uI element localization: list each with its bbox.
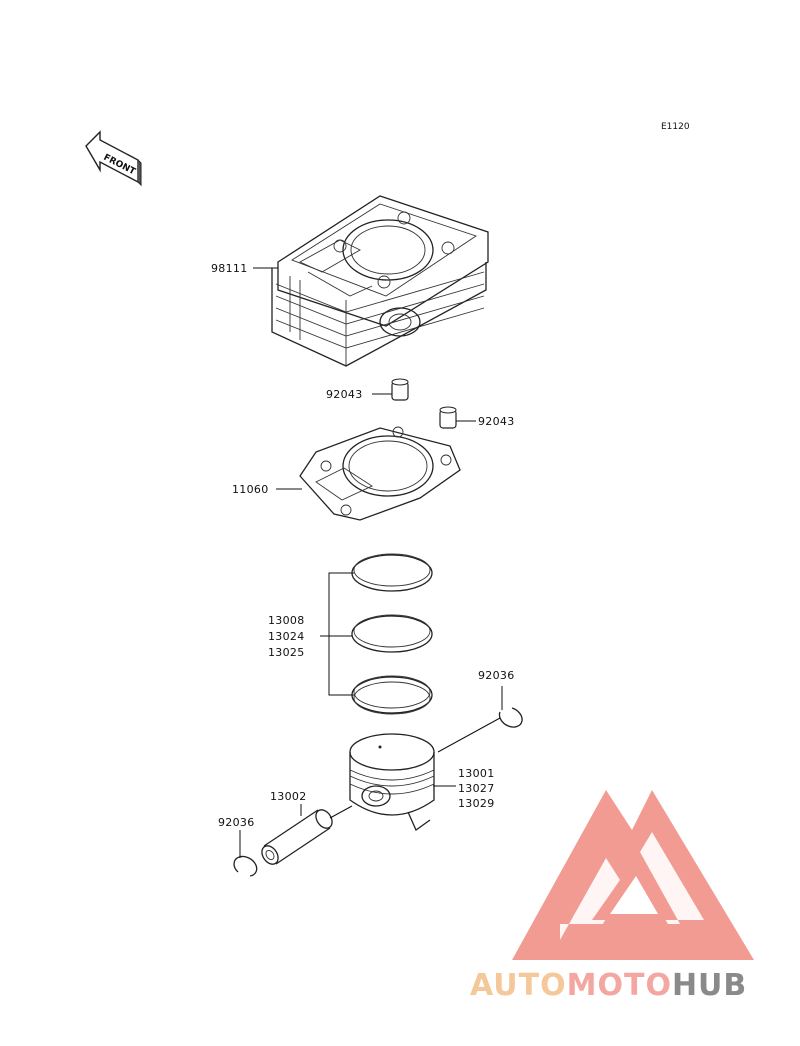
cylinder-block [271,195,489,367]
front-arrow-icon: FRONT [85,130,142,187]
label-circlip-right: 92036 [478,669,515,682]
circlip-left [233,855,258,877]
piston-pin [261,809,333,865]
diagram-code: E1120 [661,122,690,132]
dowel-pin-right [439,406,457,429]
piston-ring-oil [351,675,433,715]
circlip-right [498,707,523,728]
watermark-brand: AUTOMOTOHUB [470,968,747,1003]
label-cylinder: 98111 [211,262,248,275]
watermark-moto: MOTO [567,968,672,1003]
label-ring-2: 13024 [268,630,305,643]
cylinder-gasket [299,426,461,521]
watermark-hub: HUB [672,968,747,1003]
label-dowel-left: 92043 [326,388,363,401]
piston [349,733,435,831]
label-piston-1: 13001 [458,767,495,780]
watermark-auto: AUTO [470,968,567,1003]
label-piston-3: 13029 [458,797,495,810]
label-circlip-left: 92036 [218,816,255,829]
label-pin: 13002 [270,790,307,803]
label-ring-3: 13025 [268,646,305,659]
label-dowel-right: 92043 [478,415,515,428]
piston-ring-top [351,553,433,592]
label-gasket: 11060 [232,483,269,496]
label-piston-2: 13027 [458,782,495,795]
automotohub-logo-icon [512,790,754,960]
label-ring-1: 13008 [268,614,305,627]
piston-ring-second [351,614,433,653]
dowel-pin-left [391,378,409,401]
